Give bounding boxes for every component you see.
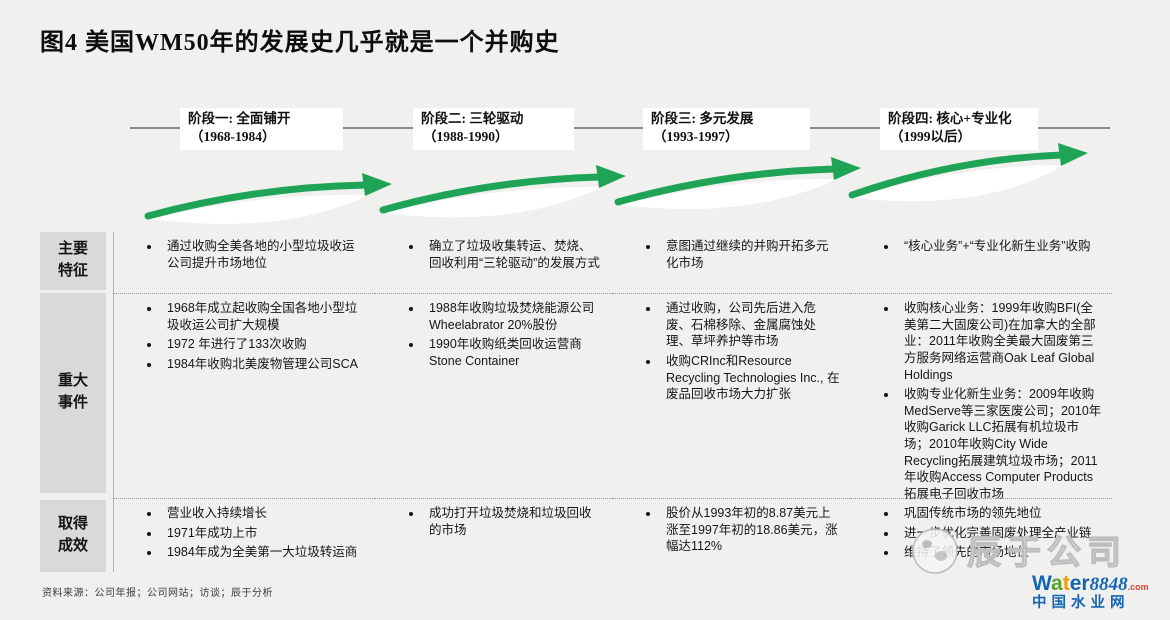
bullet-item: 确立了垃圾收集转运、焚烧、回收利用“三轮驱动”的发展方式 [423, 238, 602, 271]
bullet-item: 通过收购全美各地的小型垃圾收运公司提升市场地位 [161, 238, 365, 271]
growth-arrow-2 [379, 165, 626, 218]
stage-period: （1988-1990） [423, 129, 509, 145]
stage-period: （1993-1997） [653, 129, 739, 145]
bullet-list: 1988年收购垃圾焚烧能源公司Wheelabrator 20%股份1990年收购… [395, 300, 602, 370]
bullet-item: 成功打开垃圾焚烧和垃圾回收的市场 [423, 505, 602, 538]
bullet-item: 1990年收购纸类回收运营商Stone Container [423, 336, 602, 369]
bullet-item: 维持了领先的市场地位 [898, 544, 1102, 561]
bullet-list: 巩固传统市场的领先地位进一步优化完善固废处理全产业链维持了领先的市场地位 [870, 505, 1102, 561]
bullet-item: 1968年成立起收购全国各地小型垃圾收运公司扩大规模 [161, 300, 365, 333]
stage-header-4: 阶段四: 核心+专业化 （1999以后） [880, 108, 1038, 150]
bullet-item: 收购CRInc和Resource Recycling Technologies … [660, 353, 840, 403]
row-label-events: 重大 事件 [40, 293, 113, 498]
stage-name: 阶段二: 三轮驱动 [421, 111, 524, 126]
cell-features-stage1: 通过收购全美各地的小型垃圾收运公司提升市场地位 [113, 232, 375, 293]
growth-arrow-1 [144, 173, 392, 224]
cell-results-stage4: 巩固传统市场的领先地位进一步优化完善固废处理全产业链维持了领先的市场地位 [850, 498, 1112, 572]
cell-results-stage3: 股价从1993年初的8.87美元上涨至1997年初的18.86美元，涨幅达112… [612, 498, 850, 572]
bullet-list: “核心业务”+“专业化新生业务”收购 [870, 238, 1102, 255]
bullet-item: 1972 年进行了133次收购 [161, 336, 365, 353]
cell-features-stage4: “核心业务”+“专业化新生业务”收购 [850, 232, 1112, 293]
growth-arrow-4 [848, 143, 1088, 202]
brand-number: 8848 [1089, 574, 1128, 595]
brand-wordmark: Water8848.com [1032, 572, 1149, 595]
bullet-item: 1988年收购垃圾焚烧能源公司Wheelabrator 20%股份 [423, 300, 602, 333]
timeline-line [130, 127, 1110, 129]
bullet-list: 1968年成立起收购全国各地小型垃圾收运公司扩大规模 1972 年进行了133次收… [133, 300, 365, 373]
brand-logo: Water8848.com 中国水业网 [1032, 572, 1149, 612]
brand-tld: .com [1127, 582, 1149, 592]
bullet-item: 营业收入持续增长 [161, 505, 365, 522]
bullet-item: 通过收购，公司先后进入危废、石棉移除、金属腐蚀处理、草坪养护等市场 [660, 300, 840, 350]
bullet-list: 确立了垃圾收集转运、焚烧、回收利用“三轮驱动”的发展方式 [395, 238, 602, 271]
brand-word-water: Water [1032, 572, 1090, 595]
row-label-results: 取得 成效 [40, 498, 113, 572]
stage-header-2: 阶段二: 三轮驱动 （1988-1990） [413, 108, 574, 150]
cell-features-stage3: 意图通过继续的并购开拓多元化市场 [612, 232, 850, 293]
page-title: 图4 美国WM50年的发展史几乎就是一个并购史 [40, 30, 560, 56]
cell-results-stage2: 成功打开垃圾焚烧和垃圾回收的市场 [375, 498, 612, 572]
bullet-item: 收购核心业务：1999年收购BFI(全美第二大固废公司)在加拿大的全部业：201… [898, 300, 1102, 383]
cell-events-stage4: 收购核心业务：1999年收购BFI(全美第二大固废公司)在加拿大的全部业：201… [850, 293, 1112, 501]
bullet-item: 1984年成为全美第一大垃圾转运商 [161, 544, 365, 561]
row-label-features: 主要 特征 [40, 232, 113, 293]
bullet-item: 巩固传统市场的领先地位 [898, 505, 1102, 522]
row-label-text: 成效 [57, 538, 88, 554]
row-label-text: 事件 [57, 395, 88, 411]
bullet-item: “核心业务”+“专业化新生业务”收购 [898, 238, 1102, 255]
row-label-text: 主要 [57, 241, 88, 258]
cell-results-stage1: 营业收入持续增长 1971年成功上市 1984年成为全美第一大垃圾转运商 [113, 498, 375, 572]
bullet-list: 意图通过继续的并购开拓多元化市场 [632, 238, 840, 271]
stage-name: 阶段一: 全面铺开 [188, 111, 291, 126]
bullet-list: 营业收入持续增长 1971年成功上市 1984年成为全美第一大垃圾转运商 [133, 505, 365, 561]
growth-arrows [144, 143, 1088, 224]
source-note: 资料来源：公司年报；公司网站；访谈；辰于分析 [42, 588, 273, 599]
bullet-list: 成功打开垃圾焚烧和垃圾回收的市场 [395, 505, 602, 538]
cell-events-stage2: 1988年收购垃圾焚烧能源公司Wheelabrator 20%股份1990年收购… [375, 293, 612, 498]
stage-name: 阶段四: 核心+专业化 [888, 111, 1012, 126]
stage-header-3: 阶段三: 多元发展 （1993-1997） [643, 108, 810, 150]
matrix-divider-line [113, 232, 114, 572]
bullet-item: 1984年收购北美废物管理公司SCA [161, 356, 365, 373]
cell-events-stage3: 通过收购，公司先后进入危废、石棉移除、金属腐蚀处理、草坪养护等市场收购CRInc… [612, 293, 850, 498]
growth-arrow-3 [614, 157, 861, 210]
bullet-list: 通过收购全美各地的小型垃圾收运公司提升市场地位 [133, 238, 365, 271]
bullet-item: 股价从1993年初的8.87美元上涨至1997年初的18.86美元，涨幅达112… [660, 505, 840, 555]
cell-features-stage2: 确立了垃圾收集转运、焚烧、回收利用“三轮驱动”的发展方式 [375, 232, 612, 293]
bullet-item: 收购专业化新生业务：2009年收购MedServe等三家医废公司；2010年收购… [898, 386, 1102, 502]
cell-events-stage1: 1968年成立起收购全国各地小型垃圾收运公司扩大规模 1972 年进行了133次收… [113, 293, 375, 498]
bullet-list: 股价从1993年初的8.87美元上涨至1997年初的18.86美元，涨幅达112… [632, 505, 840, 555]
bullet-list: 通过收购，公司先后进入危废、石棉移除、金属腐蚀处理、草坪养护等市场收购CRInc… [632, 300, 840, 403]
bullet-item: 进一步优化完善固废处理全产业链 [898, 525, 1102, 542]
row-label-text: 重大 [57, 373, 88, 390]
row-label-text: 特征 [57, 263, 88, 279]
brand-cn-name: 中国水业网 [1032, 595, 1130, 612]
stage-name: 阶段三: 多元发展 [651, 111, 754, 126]
stage-period: （1968-1984） [190, 129, 276, 145]
stage-period: （1999以后） [890, 129, 971, 145]
bullet-item: 1971年成功上市 [161, 525, 365, 542]
row-label-text: 取得 [57, 516, 88, 533]
bullet-item: 意图通过继续的并购开拓多元化市场 [660, 238, 840, 271]
bullet-list: 收购核心业务：1999年收购BFI(全美第二大固废公司)在加拿大的全部业：201… [870, 300, 1102, 503]
stage-matrix: 主要 特征 通过收购全美各地的小型垃圾收运公司提升市场地位 确立了垃圾收集转运、… [40, 232, 1112, 572]
stage-header-1: 阶段一: 全面铺开 （1968-1984） [180, 108, 343, 150]
